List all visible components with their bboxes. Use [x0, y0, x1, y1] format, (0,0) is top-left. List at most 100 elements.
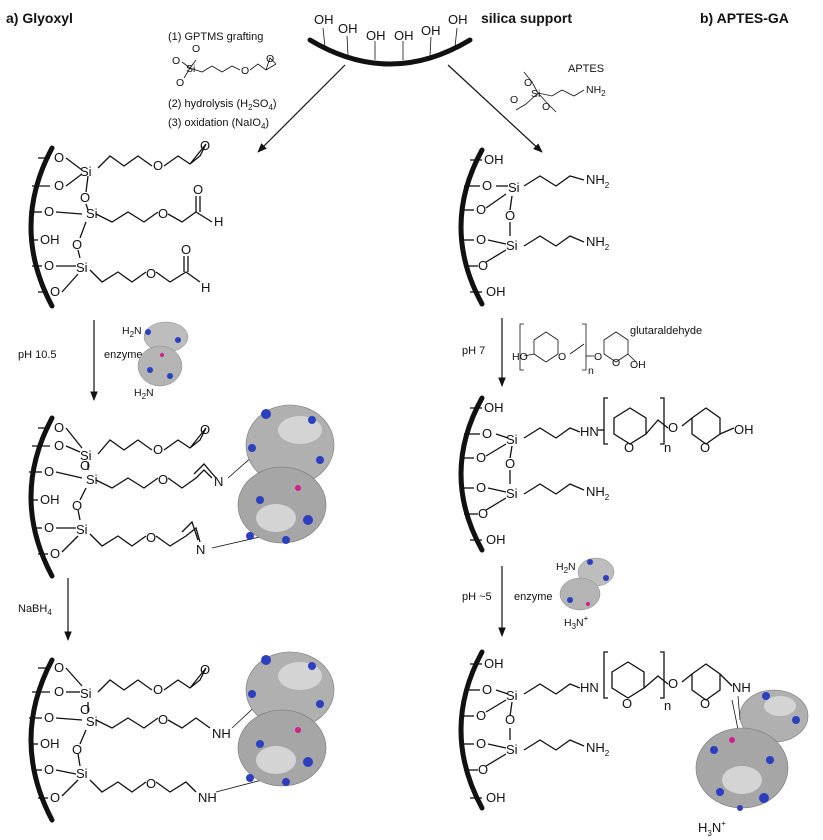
- atom-label: Si: [76, 522, 88, 537]
- atom-label: OH: [40, 492, 60, 507]
- panel-b-title: b) APTES-GA: [700, 10, 789, 26]
- aptes-structure: [515, 71, 585, 113]
- atom-label: O: [482, 426, 492, 441]
- atom-label: NH: [732, 680, 751, 695]
- glutaraldehyde-label: glutaraldehyde: [630, 325, 702, 337]
- surface-oh: OH: [394, 28, 414, 43]
- atom-label: O: [44, 204, 54, 219]
- atom-label: O: [624, 440, 634, 455]
- aptes-struct-1-labels: OH O Si O O O Si O OH NH2 NH2: [476, 152, 610, 299]
- atom-label: O: [505, 208, 515, 223]
- atom-label: OH: [40, 736, 60, 751]
- atom-label: OH: [484, 656, 504, 671]
- atom-label: O: [44, 464, 54, 479]
- atom-label: O: [476, 736, 486, 751]
- atom-label: Si: [76, 260, 88, 275]
- atom-label: NH2: [586, 172, 610, 190]
- atom-label: Si: [506, 238, 518, 253]
- atom-label: O: [54, 684, 64, 699]
- atom-label: OH: [486, 532, 506, 547]
- atom-label: Si: [80, 164, 92, 179]
- atom-label: O: [200, 662, 210, 677]
- atom-label: H2N: [134, 387, 154, 401]
- support-label: silica support: [481, 10, 572, 26]
- panel-a-title: a) Glyoxyl: [6, 10, 73, 26]
- condition-enzyme: enzyme: [104, 349, 143, 361]
- atom-label: O: [80, 458, 90, 473]
- atom-label: O: [478, 258, 488, 273]
- atom-label: O: [54, 150, 64, 165]
- atom-label: n: [664, 698, 671, 713]
- atom-label: n: [588, 365, 594, 377]
- atom-label: O: [50, 790, 60, 805]
- atom-label: NH2: [586, 234, 610, 252]
- atom-label: H3N+: [698, 819, 726, 838]
- atom-label: NH: [212, 726, 231, 741]
- atom-label: O: [80, 702, 90, 717]
- glyoxyl-struct-3-labels: O Si O O O Si OH O O Si O O O O NH O NH: [40, 660, 231, 805]
- condition-enzyme-b: enzyme: [514, 591, 553, 603]
- atom-label: O: [476, 708, 486, 723]
- atom-label: O: [181, 242, 191, 257]
- gptms-structure: [181, 57, 277, 79]
- atom-label: NH2: [586, 84, 606, 98]
- condition-nabh4: NaBH4: [18, 603, 52, 617]
- atom-label: O: [524, 77, 532, 89]
- atom-label: O: [54, 438, 64, 453]
- atom-label: O: [54, 178, 64, 193]
- atom-label: OH: [734, 422, 754, 437]
- atom-label: Si: [506, 432, 518, 447]
- aptes-support-3: [458, 649, 749, 811]
- atom-label: O: [153, 682, 163, 697]
- atom-label: O: [153, 442, 163, 457]
- atom-label: O: [44, 762, 54, 777]
- atom-label: O: [700, 440, 710, 455]
- atom-label: O: [505, 712, 515, 727]
- surface-oh: OH: [448, 12, 468, 27]
- surface-oh: OH: [314, 12, 334, 27]
- atom-label: O: [158, 712, 168, 727]
- atom-label: O: [482, 178, 492, 193]
- aptes-support-1: [458, 147, 585, 307]
- condition-ph-10-5: pH 10.5: [18, 349, 57, 361]
- atom-label: OH: [40, 232, 60, 247]
- atom-label: O: [241, 65, 249, 77]
- arrow-to-glyoxyl: [257, 64, 346, 153]
- atom-label: O: [476, 202, 486, 217]
- atom-label: O: [72, 237, 82, 252]
- atom-label: Si: [506, 486, 518, 501]
- atom-label: Si: [506, 742, 518, 757]
- enzyme-large-left-2: [237, 651, 335, 787]
- surface-oh: OH: [338, 21, 358, 36]
- aptes-struct-2-labels: OH O Si O O O Si O OH HN O O n O OH NH2: [476, 400, 754, 547]
- atom-label: Si: [80, 686, 92, 701]
- atom-label: O: [146, 776, 156, 791]
- arrow-to-aptes: [447, 64, 543, 153]
- atom-label: O: [54, 420, 64, 435]
- condition-ph-7: pH 7: [462, 345, 485, 357]
- atom-label: O: [668, 676, 678, 691]
- atom-label: N: [196, 542, 205, 557]
- atom-label: O: [72, 498, 82, 513]
- atom-label: O: [476, 232, 486, 247]
- glyoxyl-support-1: [28, 143, 213, 309]
- atom-label: O: [594, 351, 602, 363]
- aptes-reagent-label: APTES: [568, 63, 604, 75]
- enzyme-large-left-1: [237, 404, 335, 544]
- atom-label: Si: [76, 766, 88, 781]
- atom-label: O: [72, 742, 82, 757]
- atom-label: N: [214, 474, 223, 489]
- atom-label: HO: [512, 351, 528, 363]
- atom-label: O: [146, 266, 156, 281]
- atom-label: O: [44, 520, 54, 535]
- atom-label: HN: [580, 680, 599, 695]
- surface-oh: OH: [421, 23, 441, 38]
- atom-label: O: [476, 480, 486, 495]
- atom-label: O: [176, 77, 184, 89]
- atom-label: OH: [486, 284, 506, 299]
- atom-label: H2N: [556, 561, 576, 575]
- atom-label: Si: [80, 448, 92, 463]
- atom-label: n: [664, 440, 671, 455]
- atom-label: O: [172, 55, 180, 67]
